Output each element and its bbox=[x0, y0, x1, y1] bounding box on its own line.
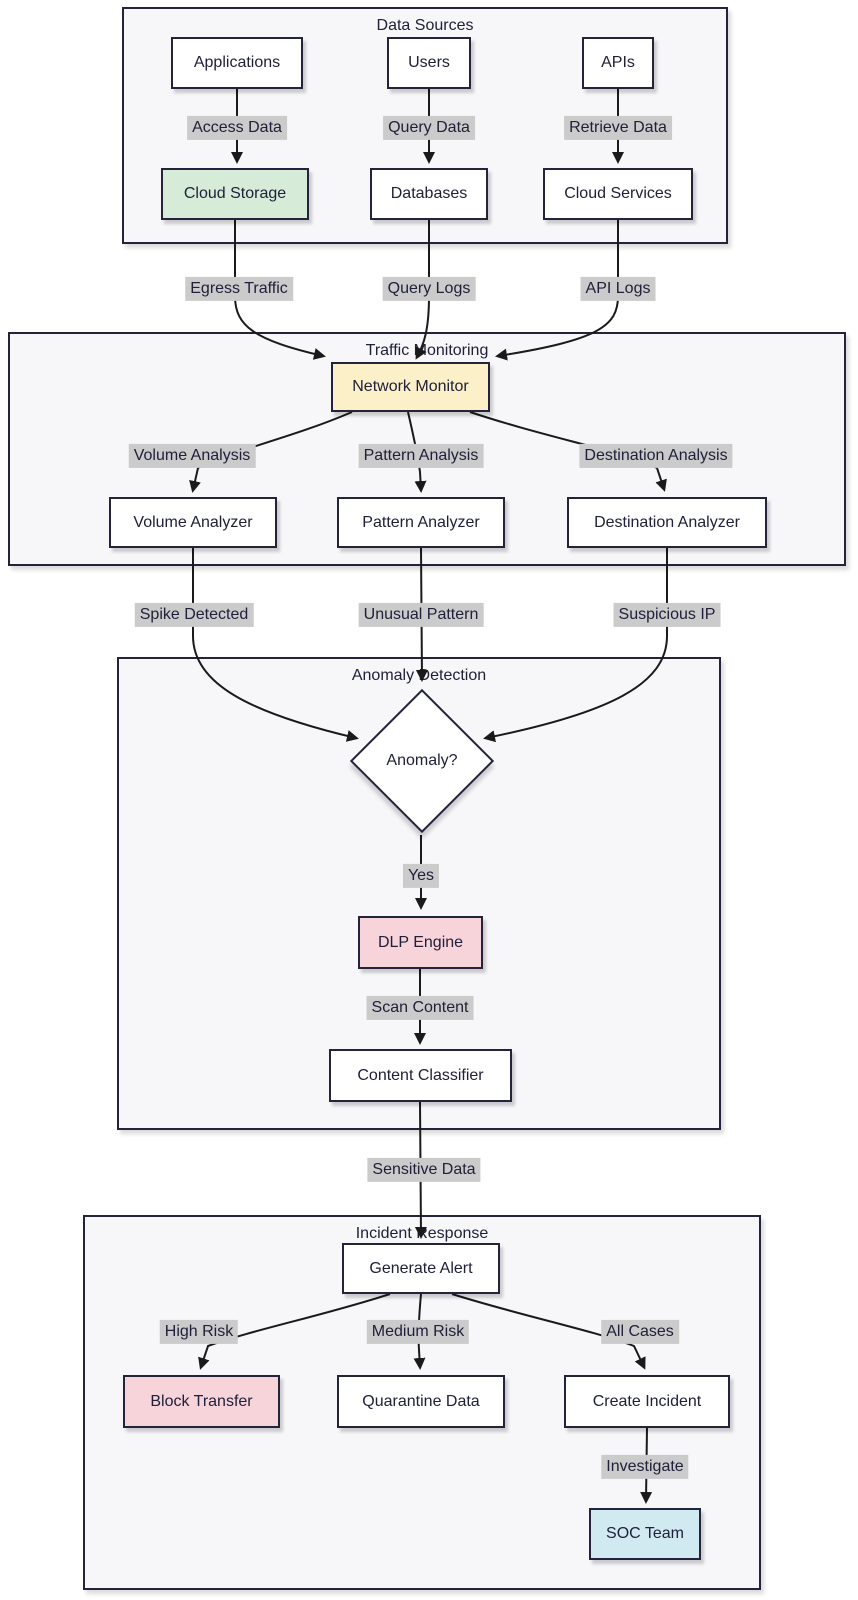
edge-label-query-data: Query Data bbox=[383, 115, 475, 141]
edge-label-high-risk: High Risk bbox=[159, 1319, 239, 1345]
cluster-title-traffic-monitoring: Traffic Monitoring bbox=[365, 342, 489, 359]
edge-label-spike-detected: Spike Detected bbox=[134, 602, 254, 628]
edge-label-query-logs: Query Logs bbox=[382, 276, 476, 302]
edge-label-sensitive-data: Sensitive Data bbox=[367, 1157, 481, 1183]
node-users: Users bbox=[387, 37, 471, 89]
node-quarantine-data: Quarantine Data bbox=[337, 1375, 505, 1428]
anomaly-diamond-label: Anomaly? bbox=[386, 752, 458, 769]
node-applications: Applications bbox=[171, 37, 303, 89]
node-volume-analyzer: Volume Analyzer bbox=[109, 497, 277, 548]
node-block-transfer: Block Transfer bbox=[123, 1375, 280, 1428]
edge-label-api-logs: API Logs bbox=[580, 276, 656, 302]
edge-label-scan-content: Scan Content bbox=[366, 995, 474, 1021]
edge-destination-analyzer-anomaly bbox=[483, 548, 668, 743]
node-databases: Databases bbox=[370, 168, 488, 220]
cluster-title-data-sources: Data Sources bbox=[376, 17, 474, 34]
edge-label-suspicious-ip: Suspicious IP bbox=[613, 602, 721, 628]
node-content-classifier: Content Classifier bbox=[329, 1049, 512, 1102]
node-dlp-engine: DLP Engine bbox=[358, 916, 483, 969]
node-soc-team: SOC Team bbox=[589, 1508, 701, 1560]
edge-label-yes: Yes bbox=[402, 863, 440, 889]
edge-label-medium-risk: Medium Risk bbox=[366, 1319, 470, 1345]
edge-label-pattern-analysis: Pattern Analysis bbox=[358, 443, 484, 469]
edge-label-retrieve-data: Retrieve Data bbox=[564, 115, 672, 141]
edge-label-all-cases: All Cases bbox=[601, 1319, 679, 1345]
node-cloud-services: Cloud Services bbox=[543, 168, 693, 220]
edge-volume-analyzer-anomaly bbox=[192, 548, 359, 742]
edge-label-investigate: Investigate bbox=[601, 1454, 689, 1480]
node-generate-alert: Generate Alert bbox=[342, 1243, 500, 1294]
edge-label-unusual-pattern: Unusual Pattern bbox=[358, 602, 484, 628]
node-cloud-storage: Cloud Storage bbox=[161, 168, 309, 220]
node-network-monitor: Network Monitor bbox=[331, 362, 490, 412]
node-destination-analyzer: Destination Analyzer bbox=[567, 497, 767, 548]
node-pattern-analyzer: Pattern Analyzer bbox=[337, 497, 505, 548]
node-apis: APIs bbox=[582, 37, 654, 89]
node-anomaly-decision: Anomaly? bbox=[349, 688, 495, 834]
edge-label-access-data: Access Data bbox=[187, 115, 287, 141]
edge-label-volume-analysis: Volume Analysis bbox=[128, 443, 256, 469]
edge-label-destination-analysis: Destination Analysis bbox=[579, 443, 733, 469]
edge-label-egress-traffic: Egress Traffic bbox=[185, 276, 293, 302]
node-create-incident: Create Incident bbox=[564, 1375, 730, 1428]
